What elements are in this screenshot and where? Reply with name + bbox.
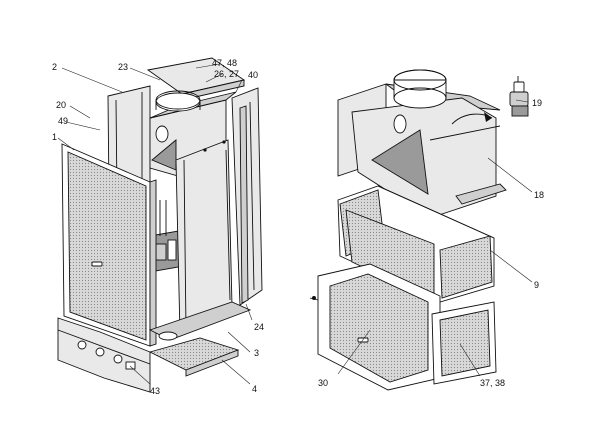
flue-collar bbox=[155, 92, 201, 112]
valve-detail-2 bbox=[167, 239, 177, 261]
callout-4: 4 bbox=[252, 384, 257, 394]
control-display bbox=[125, 361, 136, 370]
callout-23: 23 bbox=[118, 62, 128, 72]
callout-24: 24 bbox=[254, 322, 264, 332]
callout-19: 19 bbox=[532, 98, 542, 108]
side-panel-right-edge bbox=[239, 105, 249, 304]
rear-panel-insulation bbox=[439, 309, 491, 377]
pressure-switch bbox=[509, 76, 529, 117]
control-knob-2 bbox=[95, 347, 105, 357]
bottom-grille-edge bbox=[185, 349, 239, 377]
control-knob-1 bbox=[77, 340, 87, 350]
bottom-grille bbox=[148, 337, 240, 371]
front-glass-panel bbox=[329, 273, 429, 383]
callout-43: 43 bbox=[150, 386, 160, 396]
base-tray-hole bbox=[158, 331, 178, 341]
control-knob-3 bbox=[113, 354, 123, 364]
callout-49: 49 bbox=[58, 116, 68, 126]
callout-37-38: 37, 38 bbox=[480, 378, 505, 388]
chamber-hole bbox=[155, 125, 169, 143]
arrow-head bbox=[484, 112, 492, 122]
valve-detail bbox=[155, 243, 167, 261]
callout-1: 1 bbox=[52, 132, 57, 142]
front-door-edge bbox=[149, 179, 157, 347]
callout-18: 18 bbox=[534, 190, 544, 200]
leader-lines bbox=[57, 63, 533, 385]
hood-shadow bbox=[371, 129, 429, 195]
callout-9: 9 bbox=[534, 280, 539, 290]
firebox-right-panel bbox=[439, 235, 493, 299]
flue-hood-front bbox=[351, 97, 497, 219]
callout-20: 20 bbox=[56, 100, 66, 110]
control-panel bbox=[57, 317, 151, 393]
hood-hole bbox=[393, 114, 407, 134]
left-boiler-assembly bbox=[57, 57, 263, 393]
hood-flange bbox=[455, 183, 507, 205]
callout-labels: 2 23 47, 48 26, 27 40 20 49 1 24 3 43 4 … bbox=[52, 58, 544, 396]
callout-30: 30 bbox=[318, 378, 328, 388]
bolt-1 bbox=[203, 148, 207, 152]
callout-40: 40 bbox=[248, 70, 258, 80]
right-firebox-assembly bbox=[309, 69, 529, 391]
callout-47-48: 47, 48 bbox=[212, 58, 237, 68]
callout-2: 2 bbox=[52, 62, 57, 72]
callout-26-27: 26, 27 bbox=[214, 69, 239, 79]
front-door-panel bbox=[67, 151, 147, 341]
callout-3: 3 bbox=[254, 348, 259, 358]
bolt-2 bbox=[222, 140, 226, 144]
chamber-shadow bbox=[151, 139, 177, 171]
flue-collar-bottom bbox=[393, 87, 447, 109]
door-handle bbox=[91, 261, 103, 267]
